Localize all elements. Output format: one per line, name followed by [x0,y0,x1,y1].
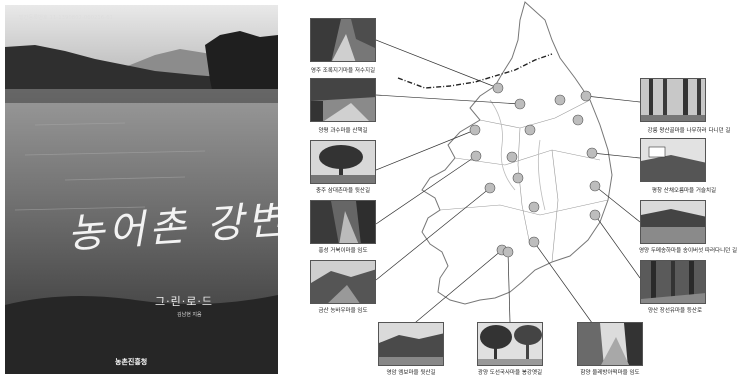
river-lines [489,99,546,211]
caption-yangpyeong: 양평 과수마을 산책길 [318,128,368,134]
caption-chungju: 충주 삼대촌마을 뒷산길 [315,188,371,194]
photo-pyeongchang [640,138,706,182]
caption-hongseong: 홍성 거북이마을 임도 [318,248,368,254]
connector-lines [375,39,641,335]
photo-chungju [310,140,376,184]
cover-subtitle: 그·린·로·드 [155,295,213,308]
photo-gwangyang [477,322,543,366]
dmz-line [397,53,553,89]
peninsula-outline [421,1,613,305]
publisher-name: 농촌진흥청 [115,358,148,366]
photo-geumsan [310,260,376,304]
province-boundaries [439,99,609,263]
photo-yangpyeong [310,78,376,122]
caption-yangsan: 양산 장선유마을 등산로 [647,308,703,314]
cover-author: 김남현 지음 [177,312,202,318]
caption-yeongam: 영암 엠보마을 뒷산길 [386,370,436,376]
caption-yeongju: 영주 조록지기마을 저수지길 [310,68,376,74]
photo-yeongyang [640,200,706,244]
book-cover: 발간등록번호 11-1390802-000216-01 농어촌 강변길 그·린·… [5,5,278,374]
photo-hamyang [577,322,643,366]
photo-yeongam [378,322,444,366]
cover-photo [5,5,278,374]
photo-hongseong [310,200,376,244]
caption-yeongyang: 영양 두메송하마을 송이버섯 따러다니던 길 [638,248,738,254]
location-markers [469,82,601,258]
photo-yangsan [640,260,706,304]
route-map: 영주 조록지기마을 저수지길 양평 과수마을 산책길 충주 삼대촌마을 뒷산길 … [290,0,753,378]
caption-hamyang: 함양 울레방아떡마을 임도 [580,370,640,376]
map-drawing [375,1,641,335]
photo-yeongju [310,18,376,62]
registration-number: 발간등록번호 11-1390802-000216-01 [19,15,114,21]
caption-gwangyang: 광양 도선국사마을 봉강옛길 [477,370,543,376]
caption-gangneung: 강릉 왕산골마을 나무하러 다니던 길 [647,128,731,134]
caption-pyeongchang: 평창 산채오름마을 거슬치길 [651,188,717,194]
photo-gangneung [640,78,706,122]
caption-geumsan: 금산 농바우마을 임도 [318,308,368,314]
